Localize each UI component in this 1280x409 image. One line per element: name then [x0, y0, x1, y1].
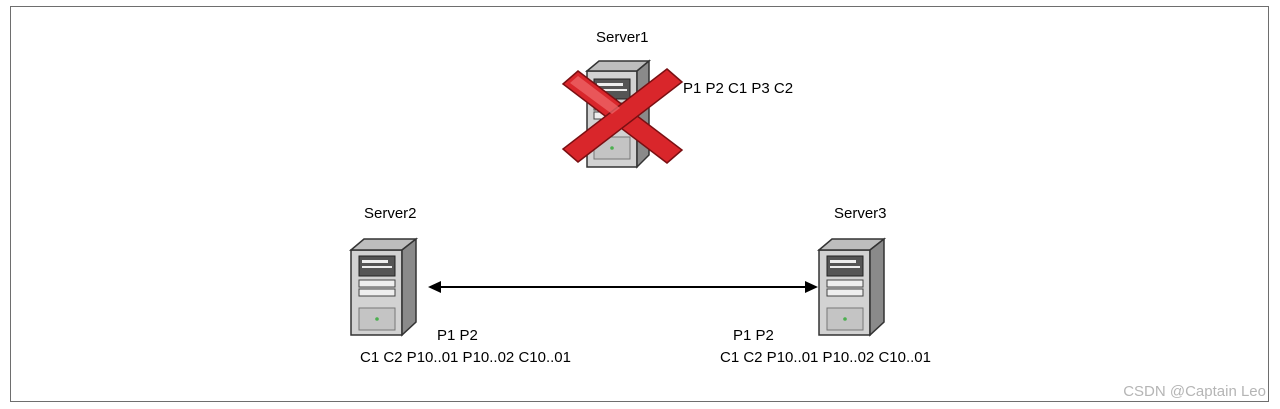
server2-data-line2: C1 C2 P10..01 P10..02 C10..01 [360, 349, 571, 366]
server3-label: Server3 [834, 205, 887, 222]
server1-label: Server1 [596, 29, 649, 46]
server2-label: Server2 [364, 205, 417, 222]
server3-data-line2: C1 C2 P10..01 P10..02 C10..01 [720, 349, 931, 366]
watermark: CSDN @Captain Leo [1123, 383, 1266, 400]
server3-data-line1: P1 P2 [733, 327, 774, 344]
server1-data: P1 P2 C1 P3 C2 [683, 80, 794, 97]
server2-data-line1: P1 P2 [437, 327, 478, 344]
